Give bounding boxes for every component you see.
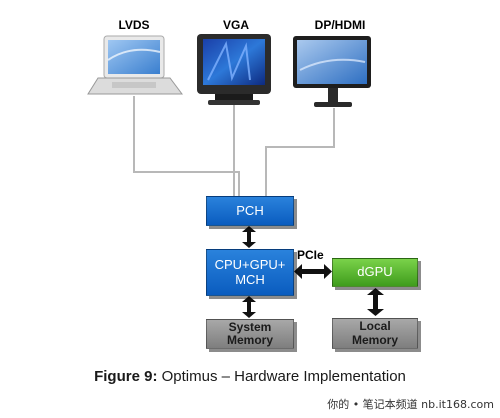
flat-panel-monitor-icon: [293, 36, 371, 107]
dgpu-label: dGPU: [357, 264, 393, 280]
system-memory-line2: Memory: [226, 333, 273, 347]
figure-number: Figure 9:: [94, 368, 158, 385]
local-memory-line1: Local: [359, 319, 391, 334]
caption-text: Optimus – Hardware Implementation: [161, 368, 406, 385]
system-memory-block: System Memory: [206, 319, 294, 349]
system-memory-line1: System: [228, 319, 272, 334]
cpu-gpu-mch-block: CPU+GPU+ MCH: [206, 249, 294, 296]
local-memory-block: Local Memory: [332, 318, 418, 349]
cpu-label-line1: CPU+GPU+: [214, 257, 286, 273]
figure-caption: Figure 9: Optimus – Hardware Implementat…: [0, 368, 500, 385]
pch-label: PCH: [236, 202, 264, 218]
laptop-icon: [87, 35, 183, 95]
cpu-label-line2: MCH: [235, 271, 265, 287]
pch-block: PCH: [206, 196, 294, 226]
dgpu-block: dGPU: [332, 258, 418, 287]
lvds-label: LVDS: [118, 18, 150, 32]
watermark: 你的 • 笔记本频道 nb.it168.com: [327, 398, 494, 411]
dp-hdmi-label: DP/HDMI: [314, 18, 366, 32]
vga-label: VGA: [222, 18, 249, 32]
local-memory-line2: Memory: [351, 332, 398, 347]
crt-monitor-icon: [197, 34, 271, 105]
pcie-label: PCIe: [297, 248, 324, 262]
